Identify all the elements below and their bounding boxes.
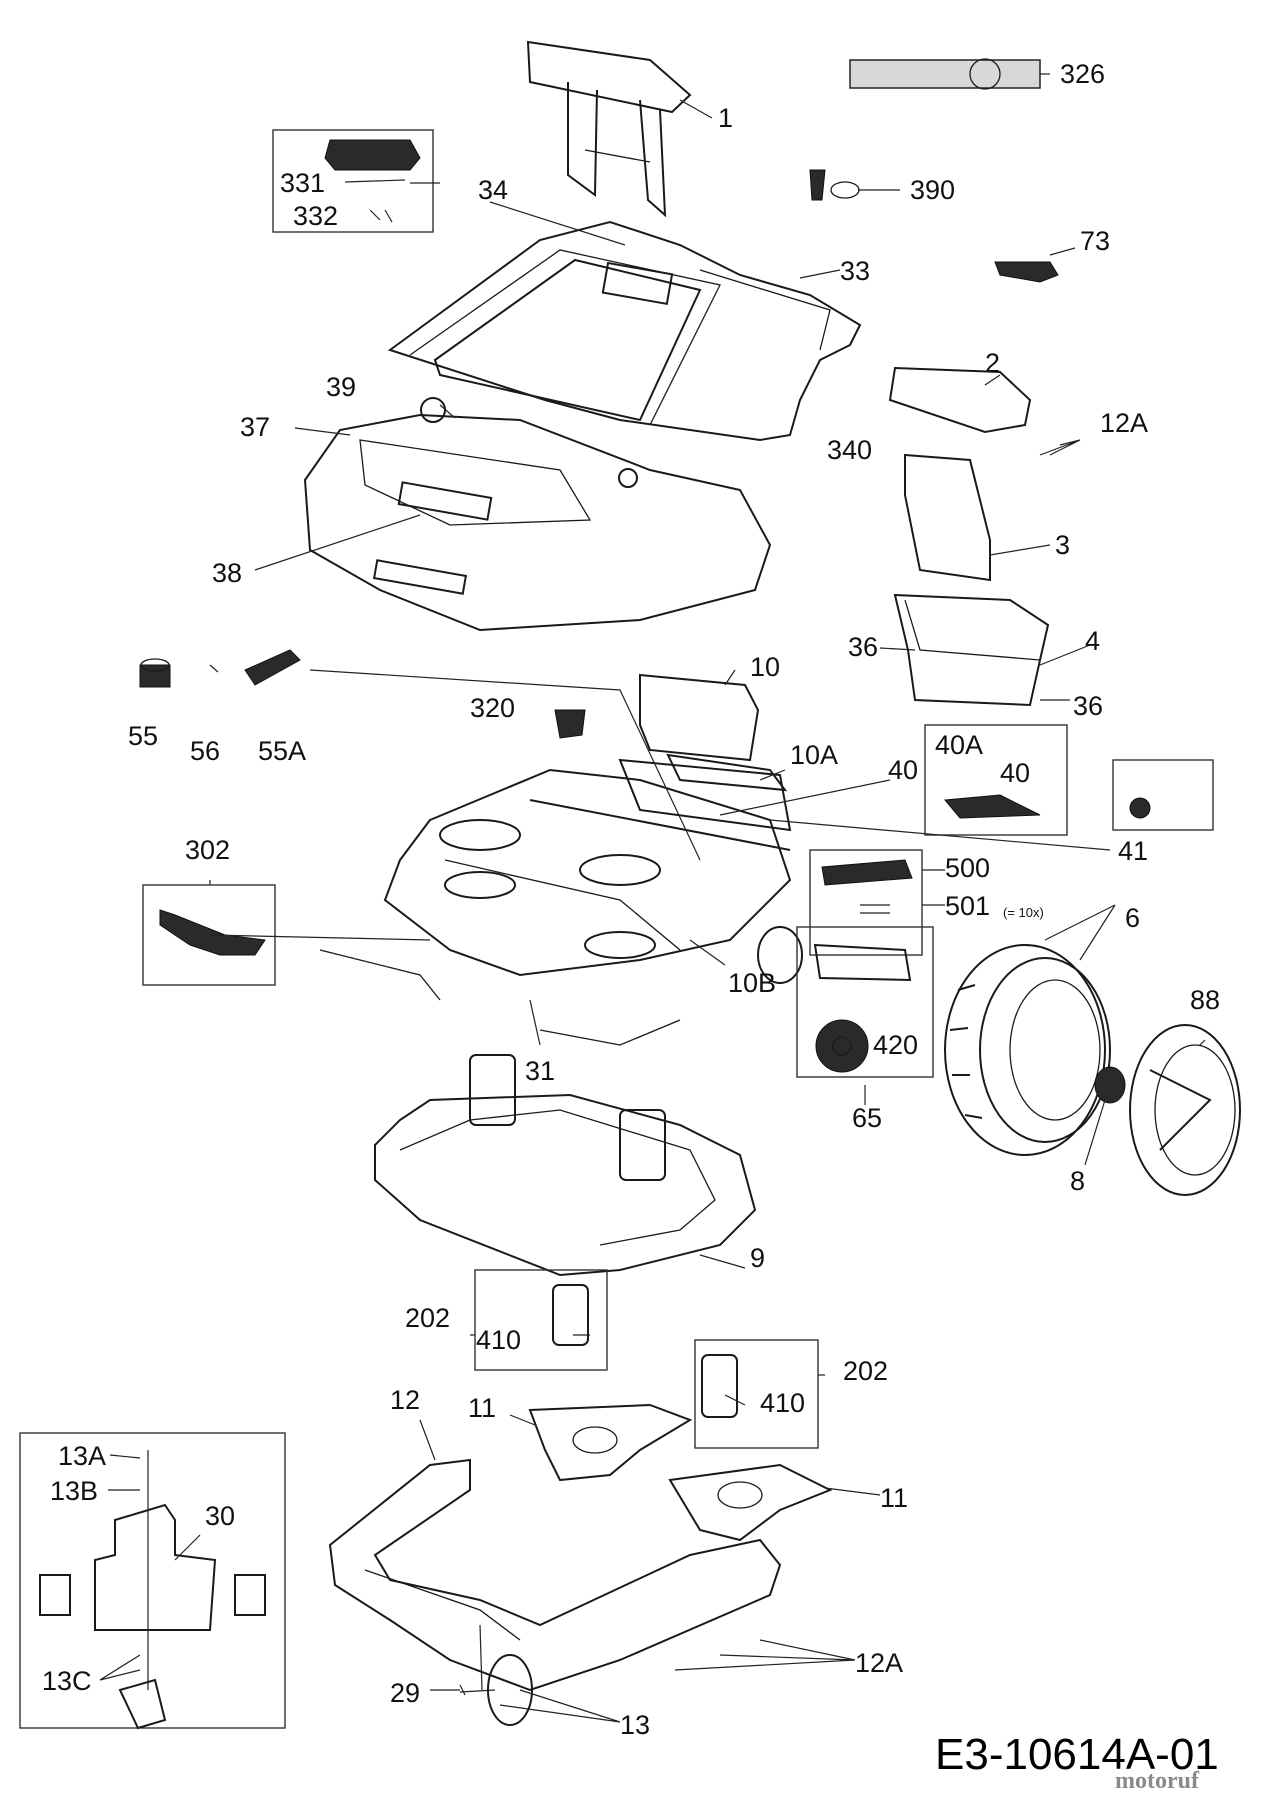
part-88-cover [1129,1024,1241,1196]
part-cover-37 [303,397,772,632]
box-41 [1112,759,1214,831]
label-13A: 13A [58,1441,107,1471]
label-12A-bottom: 12A [855,1648,904,1678]
label-320: 320 [470,693,516,723]
label-10: 10 [750,652,781,682]
label-332: 332 [293,201,339,231]
label-13: 13 [620,1710,651,1740]
part-chassis-31 [319,758,803,1046]
part-skirt-12 [328,1458,782,1692]
label-39: 39 [326,372,357,402]
box-13 [19,1432,286,1729]
label-501: 501 [945,891,991,921]
label-33: 33 [840,256,871,286]
label-11a: 11 [468,1393,497,1423]
label-37: 37 [240,412,271,442]
label-36b: 36 [1073,691,1104,721]
label-38: 38 [212,558,243,588]
label-302: 302 [185,835,231,865]
part-blade-11a [528,1403,693,1482]
part-2 [888,366,1032,434]
label-4: 4 [1085,626,1101,656]
label-36a: 36 [848,632,879,662]
label-41: 41 [1118,836,1149,866]
label-65: 65 [852,1103,883,1133]
box-302 [142,884,276,986]
label-331: 331 [280,168,326,198]
label-56: 56 [190,736,221,766]
label-10A: 10A [790,740,839,770]
leader-lines [99,73,1206,1723]
label-73: 73 [1080,226,1111,256]
label-2: 2 [985,348,1001,378]
label-13B: 13B [50,1476,99,1506]
label-55A: 55A [258,736,307,766]
box-331-332 [272,129,434,233]
label-13C: 13C [42,1666,92,1696]
label-9: 9 [750,1243,766,1273]
label-6: 6 [1125,903,1141,933]
label-30: 30 [205,1501,236,1531]
label-410b: 410 [760,1388,806,1418]
label-390: 390 [910,175,956,205]
label-202a: 202 [405,1303,451,1333]
label-29: 29 [390,1678,421,1708]
part-cover-33 [387,220,862,442]
label-326: 326 [1060,59,1106,89]
part-4-box [893,593,1050,707]
label-12: 12 [390,1385,421,1415]
part-3-board [904,453,991,582]
box-65 [796,926,934,1078]
label-420: 420 [873,1030,919,1060]
part-wheel-6 [944,944,1111,1156]
box-202-a [474,1269,608,1371]
part-10 [639,673,760,762]
label-34: 34 [478,175,509,205]
label-501-note: (= 10x) [1003,905,1044,920]
label-500: 500 [945,853,991,883]
label-10B: 10B [728,968,777,998]
box-500-501 [809,849,923,956]
label-40-box: 40 [1000,758,1031,788]
part-blade-11b [668,1463,833,1542]
part-326-strip [849,59,1041,89]
label-8: 8 [1070,1166,1086,1196]
label-40: 40 [888,755,919,785]
watermark: motoruf [1115,1768,1199,1794]
label-31: 31 [525,1056,556,1086]
label-40A: 40A [935,730,984,760]
label-202b: 202 [843,1356,889,1386]
part-10a [666,753,788,792]
box-202-b [694,1339,819,1449]
diagram-code: E3-10614A-01 [935,1730,1219,1779]
label-55: 55 [128,721,159,751]
label-11b: 11 [880,1483,909,1513]
label-1: 1 [718,103,734,133]
box-40 [924,724,1068,836]
label-3: 3 [1055,530,1071,560]
label-12A-top: 12A [1100,408,1149,438]
label-340: 340 [827,435,873,465]
label-410a: 410 [476,1325,522,1355]
part-handle [526,40,692,218]
part-base-9 [374,1054,757,1277]
label-88: 88 [1190,985,1221,1015]
